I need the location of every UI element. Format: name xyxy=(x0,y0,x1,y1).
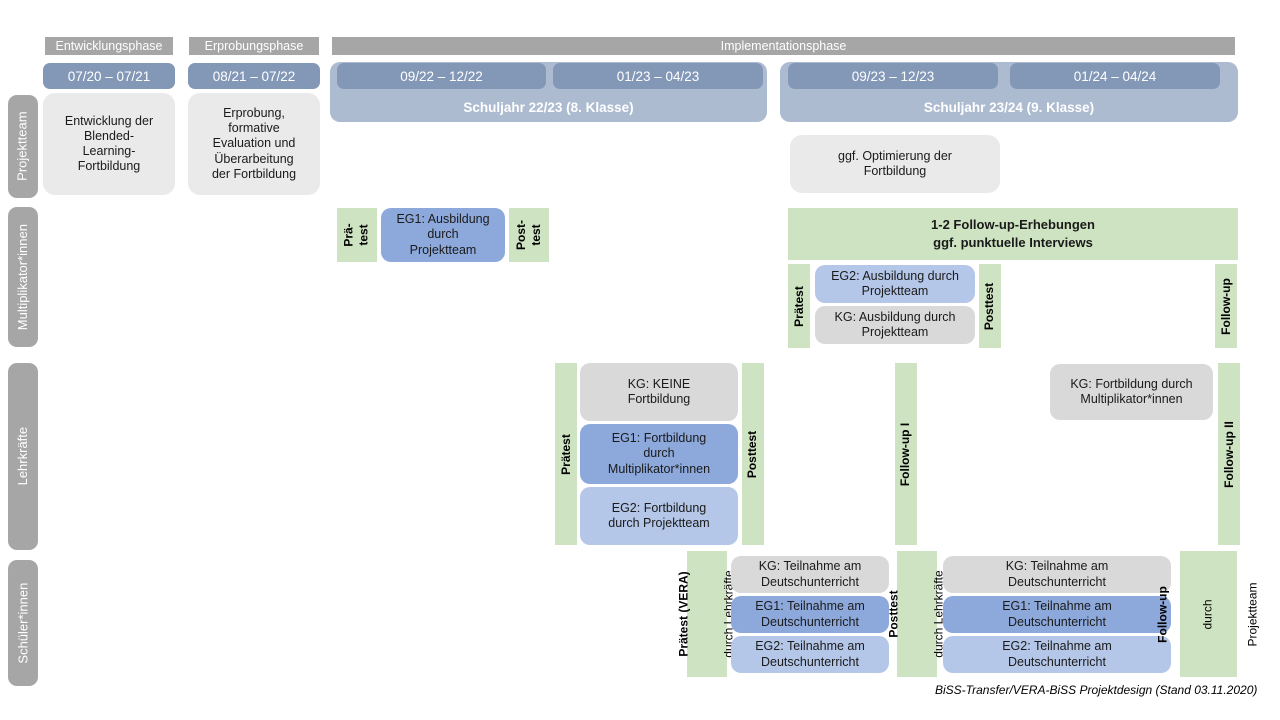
period-bar-0821-0722: 08/21 – 07/22 xyxy=(188,63,320,89)
bar-followup-multiplikator-label: Follow-up xyxy=(1218,277,1233,335)
phase-header-entwicklung: Entwicklungsphase xyxy=(45,37,173,55)
box-eg2-teilnahme-1: EG2: Teilnahme am Deutschunterricht xyxy=(731,636,889,673)
bar-followup-multiplikator: Follow-up xyxy=(1215,264,1237,348)
sidebar-label-schuelerinnen: Schüler*innen xyxy=(14,582,30,664)
box-kg-keine-fortbildung: KG: KEINE Fortbildung xyxy=(580,363,738,421)
box-eg2-teilnahme-2: EG2: Teilnahme am Deutschunterricht xyxy=(943,636,1171,673)
bar-praetest2-multiplikator-label: Prätest xyxy=(791,285,806,327)
box-kg-ausbildung-projektteam: KG: Ausbildung durch Projektteam xyxy=(815,306,975,344)
followup-schueler-title: Follow-up xyxy=(1156,585,1170,643)
bar-posttest-multiplikator: Post- test xyxy=(509,208,549,262)
sidebar-label-projektteam: Projektteam xyxy=(14,111,30,182)
period-bar-0123-0423: 01/23 – 04/23 xyxy=(553,63,763,89)
box-eg1-teilnahme-1: EG1: Teilnahme am Deutschunterricht xyxy=(731,596,889,633)
bar-posttest2-multiplikator-label: Posttest xyxy=(982,282,997,330)
phase-header-implementation: Implementationsphase xyxy=(332,37,1235,55)
bar-praetest-multiplikator: Prä- test xyxy=(337,208,377,262)
box-kg-teilnahme-2: KG: Teilnahme am Deutschunterricht xyxy=(943,556,1171,593)
box-followup-erhebungen: 1-2 Follow-up-Erhebungen ggf. punktuelle… xyxy=(788,208,1238,260)
box-entwicklung-fortbildung: Entwicklung der Blended- Learning- Fortb… xyxy=(43,93,175,195)
bar-posttest-schueler: Posttest durch Lehrkräfte xyxy=(887,551,946,677)
bar-followup-schueler: Follow-up durch Projektteam xyxy=(1156,551,1260,677)
bar-followup1-lehrkraefte: Follow-up I xyxy=(895,363,917,545)
praetest-vera-title: Prätest (VERA) xyxy=(677,571,692,657)
bar-posttest-lehrkraefte-label: Posttest xyxy=(745,430,760,478)
followup-schueler-sub2: Projektteam xyxy=(1246,581,1260,647)
school-year-label-22-23: Schuljahr 22/23 (8. Klasse) xyxy=(463,100,634,115)
bar-posttest-multiplikator-label: Post- test xyxy=(514,220,543,250)
sidebar-label-lehrkraefte: Lehrkräfte xyxy=(14,427,30,486)
school-year-label-23-24: Schuljahr 23/24 (9. Klasse) xyxy=(923,100,1095,115)
period-bar-0124-0424: 01/24 – 04/24 xyxy=(1010,63,1220,89)
posttest-schueler-title: Posttest xyxy=(887,590,902,638)
bar-followup2-lehrkraefte-label: Follow-up II xyxy=(1221,420,1236,488)
footer-caption: BiSS-Transfer/VERA-BiSS Projektdesign (S… xyxy=(935,683,1258,697)
box-eg1-fortbildung-multiplikatorinnen: EG1: Fortbildung durch Multiplikator*inn… xyxy=(580,424,738,484)
bar-followup1-lehrkraefte-label: Follow-up I xyxy=(898,422,913,486)
bar-posttest2-multiplikator: Posttest xyxy=(979,264,1001,348)
sidebar-row-lehrkraefte: Lehrkräfte xyxy=(8,363,38,550)
bar-followup2-lehrkraefte: Follow-up II xyxy=(1218,363,1240,545)
bar-praetest-multiplikator-label: Prä- test xyxy=(342,223,371,247)
box-kg-teilnahme-1: KG: Teilnahme am Deutschunterricht xyxy=(731,556,889,593)
box-optimierung-fortbildung: ggf. Optimierung der Fortbildung xyxy=(790,135,1000,193)
followup-schueler-sub1: durch xyxy=(1201,598,1215,630)
box-eg2-fortbildung-projektteam: EG2: Fortbildung durch Projektteam xyxy=(580,487,738,545)
box-kg-fortbildung-multiplikatorinnen: KG: Fortbildung durch Multiplikator*inne… xyxy=(1050,364,1213,420)
box-erprobung-evaluation: Erprobung, formative Evaluation und Über… xyxy=(188,93,320,195)
sidebar-row-multiplikatorinnen: Multiplikator*innen xyxy=(8,207,38,347)
period-bar-0720-0721: 07/20 – 07/21 xyxy=(43,63,175,89)
box-eg1-teilnahme-2: EG1: Teilnahme am Deutschunterricht xyxy=(943,596,1171,633)
bar-praetest-lehrkraefte: Prätest xyxy=(555,363,577,545)
phase-header-erprobung: Erprobungsphase xyxy=(189,37,319,55)
box-eg2-ausbildung-projektteam: EG2: Ausbildung durch Projektteam xyxy=(815,265,975,303)
sidebar-row-projektteam: Projektteam xyxy=(8,95,38,198)
box-eg1-ausbildung-projektteam: EG1: Ausbildung durch Projektteam xyxy=(381,208,505,262)
bar-followup-schueler-label: Follow-up durch Projektteam xyxy=(1126,582,1280,646)
period-bar-0923-1223: 09/23 – 12/23 xyxy=(788,63,998,89)
period-bar-0922-1222: 09/22 – 12/22 xyxy=(337,63,546,89)
bar-posttest-lehrkraefte: Posttest xyxy=(742,363,764,545)
sidebar-row-schuelerinnen: Schüler*innen xyxy=(8,560,38,686)
sidebar-label-multiplikatorinnen: Multiplikator*innen xyxy=(14,223,30,331)
bar-praetest-vera-schueler: Prätest (VERA) durch Lehrkräfte xyxy=(677,551,736,677)
bar-praetest-lehrkraefte-label: Prätest xyxy=(558,433,573,475)
bar-praetest2-multiplikator: Prätest xyxy=(788,264,810,348)
